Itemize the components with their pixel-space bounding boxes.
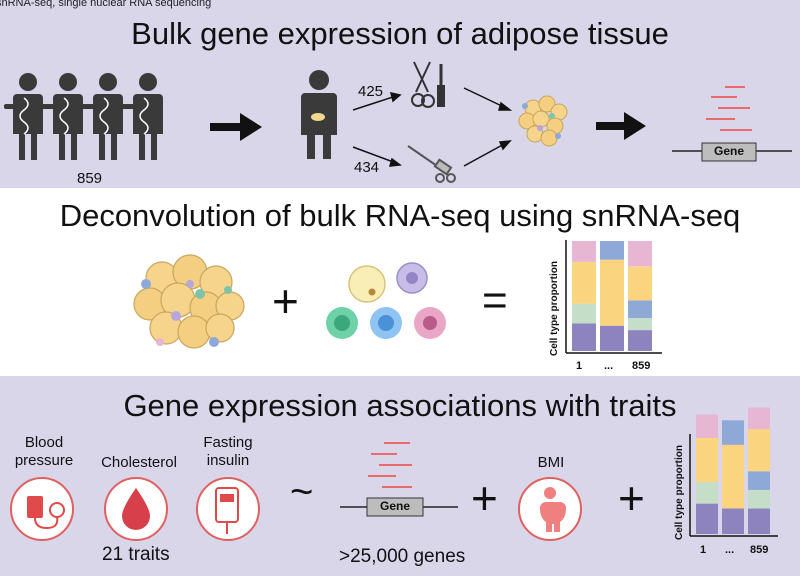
bar-segment-2-2-4: [722, 444, 744, 509]
gene-transcripts-icon: [672, 86, 792, 162]
traits-chart-axes: [689, 434, 778, 537]
bar-segment-2-1-4: [696, 437, 718, 483]
bar-segment-1-3-2: [628, 318, 652, 331]
arrow-right-icon-2: [596, 112, 646, 140]
trait-cholesterol: Cholesterol: [101, 454, 177, 471]
panel-bulk-expression: snRNA-seq, single nuclear RNA sequencing…: [0, 0, 800, 188]
bar-segment-1-1-4: [572, 261, 596, 304]
tilde-sign: ~: [290, 470, 314, 514]
panel-deconvolution: Deconvolution of bulk RNA-seq using snRN…: [0, 188, 800, 376]
bar-segment-1-2-1: [600, 325, 624, 351]
plus-sign-2: +: [471, 472, 498, 524]
needle-count: 434: [354, 159, 380, 176]
bar-segment-2-3-3: [748, 471, 770, 490]
plus-sign: +: [272, 275, 299, 327]
bar-segment-2-1-1: [696, 503, 718, 534]
biopsy-needle-icon: [407, 145, 456, 183]
blood-pressure-icon: [10, 477, 74, 541]
traits-tick-3: 859: [750, 544, 769, 556]
traits-chart-ylabel: Cell type proportion: [674, 445, 685, 540]
bmi-person-icon: [518, 477, 582, 541]
bar-segment-1-3-1: [628, 330, 652, 351]
bar-segment-2-2-5: [722, 420, 744, 445]
trait-bmi: BMI: [537, 454, 565, 471]
bar-segment-1-2-5: [600, 241, 624, 260]
plus-sign-3: +: [618, 472, 645, 524]
bar-segment-2-1-2: [696, 482, 718, 504]
gene-label: Gene: [713, 144, 744, 158]
bar-segment-2-1-6: [696, 414, 718, 438]
deconv-tick-1: 1: [576, 360, 583, 372]
footnote: snRNA-seq, single nuclear RNA sequencing: [0, 0, 212, 9]
traits-tick-1: 1: [700, 544, 707, 556]
adipose-tissue-large-icon: [133, 254, 245, 349]
person-icon: [301, 70, 337, 159]
associations-graphic: [10, 407, 778, 541]
deconv-stacked-bar-chart: [572, 241, 652, 351]
deconv-tick-2: ...: [604, 360, 614, 372]
bar-segment-1-3-3: [628, 300, 652, 318]
bar-segment-2-3-4: [748, 429, 770, 472]
gene-label-2: Gene: [379, 499, 410, 513]
equals-sign: =: [482, 276, 508, 325]
bar-segment-2-3-1: [748, 508, 770, 534]
bar-segment-1-2-4: [600, 259, 624, 326]
panel-trait-associations: Gene expression associations with traits: [0, 376, 800, 576]
panel-title-bulk: Bulk gene expression of adipose tissue: [131, 16, 669, 51]
deconv-chart-axes: [565, 240, 662, 354]
traits-stacked-bar-chart: [696, 407, 770, 534]
trait-blood-pressure: Blood pressure: [14, 434, 74, 469]
split-arrows-icon: [352, 87, 513, 167]
surgical-count: 425: [358, 83, 384, 100]
deconv-tick-3: 859: [632, 360, 651, 372]
cell-types-icon: [326, 262, 446, 339]
cholesterol-drop-icon: [104, 477, 168, 541]
bar-segment-2-3-2: [748, 489, 770, 509]
panel-title-associations: Gene expression associations with traits: [123, 388, 677, 423]
gene-transcripts-icon-2: [340, 442, 458, 517]
trait-fasting-insulin: Fasting insulin: [203, 434, 253, 469]
scissors-scalpel-icon: [411, 61, 445, 108]
bar-segment-1-1-2: [572, 303, 596, 324]
deconv-chart-ylabel: Cell type proportion: [549, 261, 560, 356]
cohort-people-icon: [4, 73, 163, 160]
genes-count: >25,000 genes: [339, 546, 466, 567]
deconvolution-graphic: [133, 240, 662, 354]
panel-title-deconvolution: Deconvolution of bulk RNA-seq using snRN…: [59, 198, 741, 233]
fasting-insulin-icon: [196, 477, 260, 541]
cohort-count: 859: [77, 170, 103, 187]
bar-segment-2-2-1: [722, 508, 744, 534]
arrow-right-icon: [210, 113, 262, 141]
adipose-tissue-icon: [518, 95, 568, 147]
bar-segment-1-1-6: [572, 241, 596, 262]
bar-segment-1-1-1: [572, 323, 596, 351]
traits-count: 21 traits: [102, 544, 170, 565]
bar-segment-2-3-6: [748, 407, 770, 430]
bar-segment-1-3-6: [628, 241, 652, 267]
bulk-workflow-graphic: [4, 61, 792, 183]
traits-tick-2: ...: [725, 544, 735, 556]
bar-segment-1-3-4: [628, 266, 652, 301]
